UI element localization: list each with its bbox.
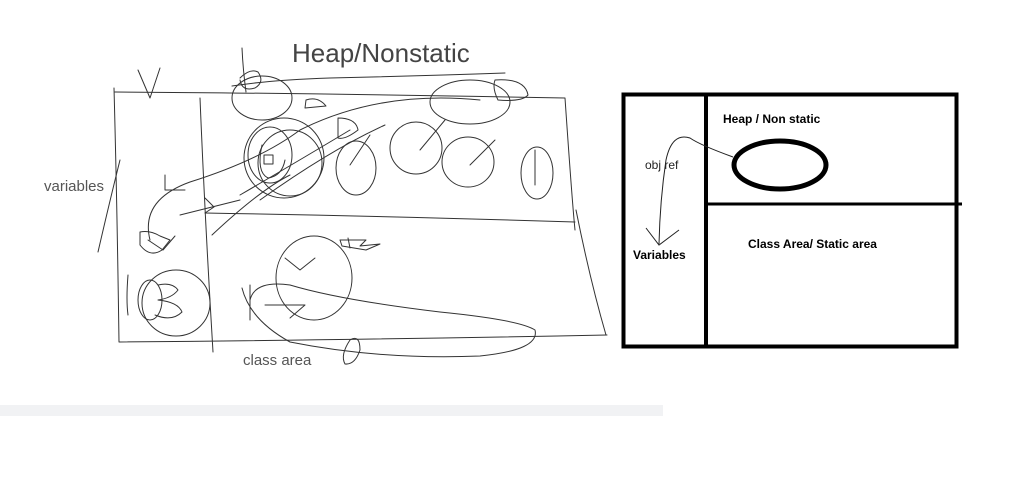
diagram-heap-label: Heap / Non static xyxy=(723,112,821,126)
sketch-outer-box xyxy=(113,87,608,343)
diagram-object-oval xyxy=(731,138,829,192)
diagram-outer-box xyxy=(621,92,959,349)
diagram-reference-arrow xyxy=(658,136,734,245)
diagram-variables-label: Variables xyxy=(633,248,686,262)
sketch-variables-label: variables xyxy=(44,178,105,195)
sketch-variables-divider xyxy=(199,97,214,353)
sketch-title: Heap/Nonstatic xyxy=(292,38,470,68)
sketch-class-area-label: class area xyxy=(243,352,312,369)
sketch-divider-stroke xyxy=(126,274,129,316)
divider-bar xyxy=(0,405,663,416)
sketch-heap-divider xyxy=(204,212,576,223)
diagram-class-area-label: Class Area/ Static area xyxy=(748,237,877,251)
sketch-variable-stroke xyxy=(97,159,121,253)
diagram-objref-label: obj ref xyxy=(645,158,679,172)
